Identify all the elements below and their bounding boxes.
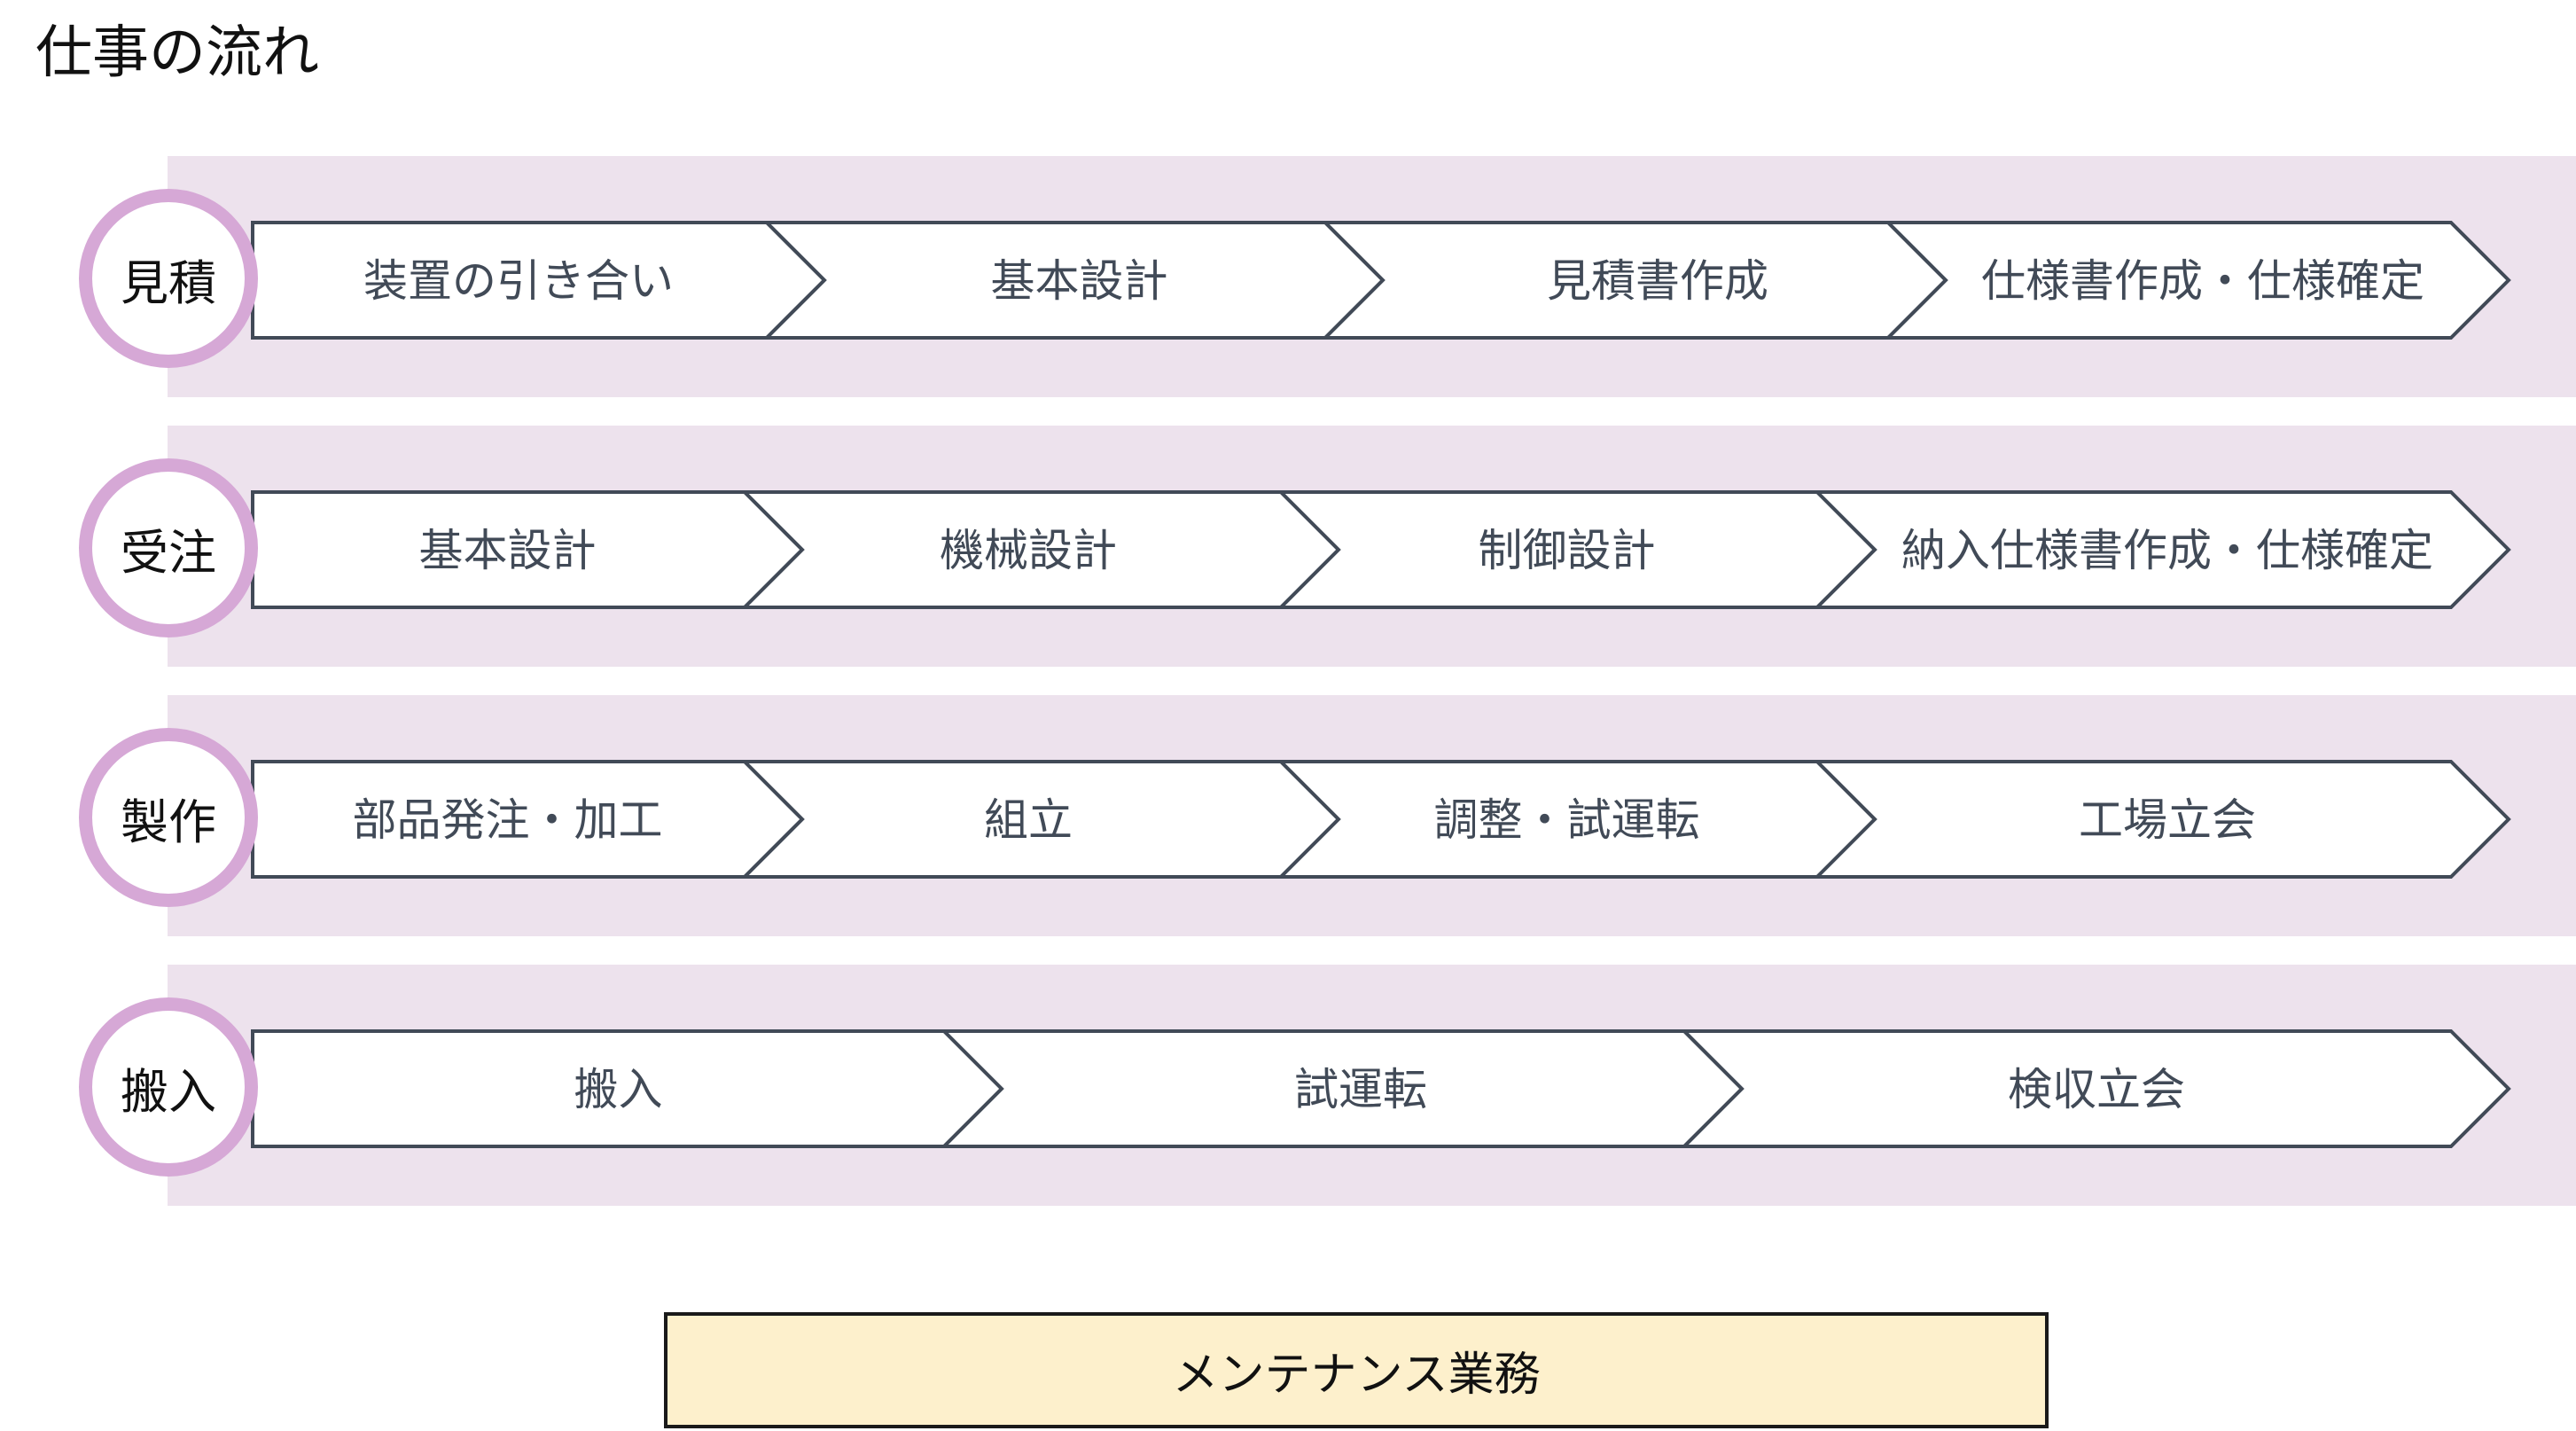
step-label-seisaku-1: 部品発注・加工: [352, 794, 663, 846]
step-label-juchu-4: 納入仕様書作成・仕様確定: [1901, 525, 2433, 576]
step-label-seisaku-4: 工場立会: [2079, 794, 2256, 846]
step-label-hannyu-2: 試運転: [1294, 1064, 1427, 1115]
page-title: 仕事の流れ: [35, 20, 319, 86]
chevron-arrow-juchu-4: [1813, 490, 2511, 609]
step-label-mitsumori-3: 見積書作成: [1547, 255, 1768, 307]
step-label-seisaku-2: 組立: [984, 794, 1073, 846]
phase-circle-juchu: 受注: [79, 458, 258, 637]
step-label-juchu-3: 制御設計: [1478, 525, 1656, 576]
step-label-juchu-2: 機械設計: [940, 525, 1117, 576]
chevron-arrow-hannyu-3: [1680, 1029, 2511, 1148]
step-label-seisaku-3: 調整・試運転: [1433, 794, 1700, 846]
step-label-mitsumori-1: 装置の引き合い: [363, 255, 674, 307]
phase-circle-mitsumori: 見積: [79, 189, 258, 368]
step-label-mitsumori-2: 基本設計: [990, 255, 1168, 307]
chevron-arrow-seisaku-4: [1813, 760, 2511, 879]
step-label-hannyu-3: 検収立会: [2008, 1064, 2185, 1115]
phase-circle-hannyu: 搬入: [79, 997, 258, 1177]
phase-circle-seisaku: 製作: [79, 728, 258, 907]
step-label-hannyu-1: 搬入: [574, 1064, 663, 1115]
chevron-arrow-mitsumori-4: [1884, 221, 2511, 340]
step-label-juchu-1: 基本設計: [418, 525, 597, 576]
step-label-mitsumori-4: 仕様書作成・仕様確定: [1981, 255, 2424, 307]
maintenance-box: メンテナンス業務: [664, 1312, 2049, 1428]
